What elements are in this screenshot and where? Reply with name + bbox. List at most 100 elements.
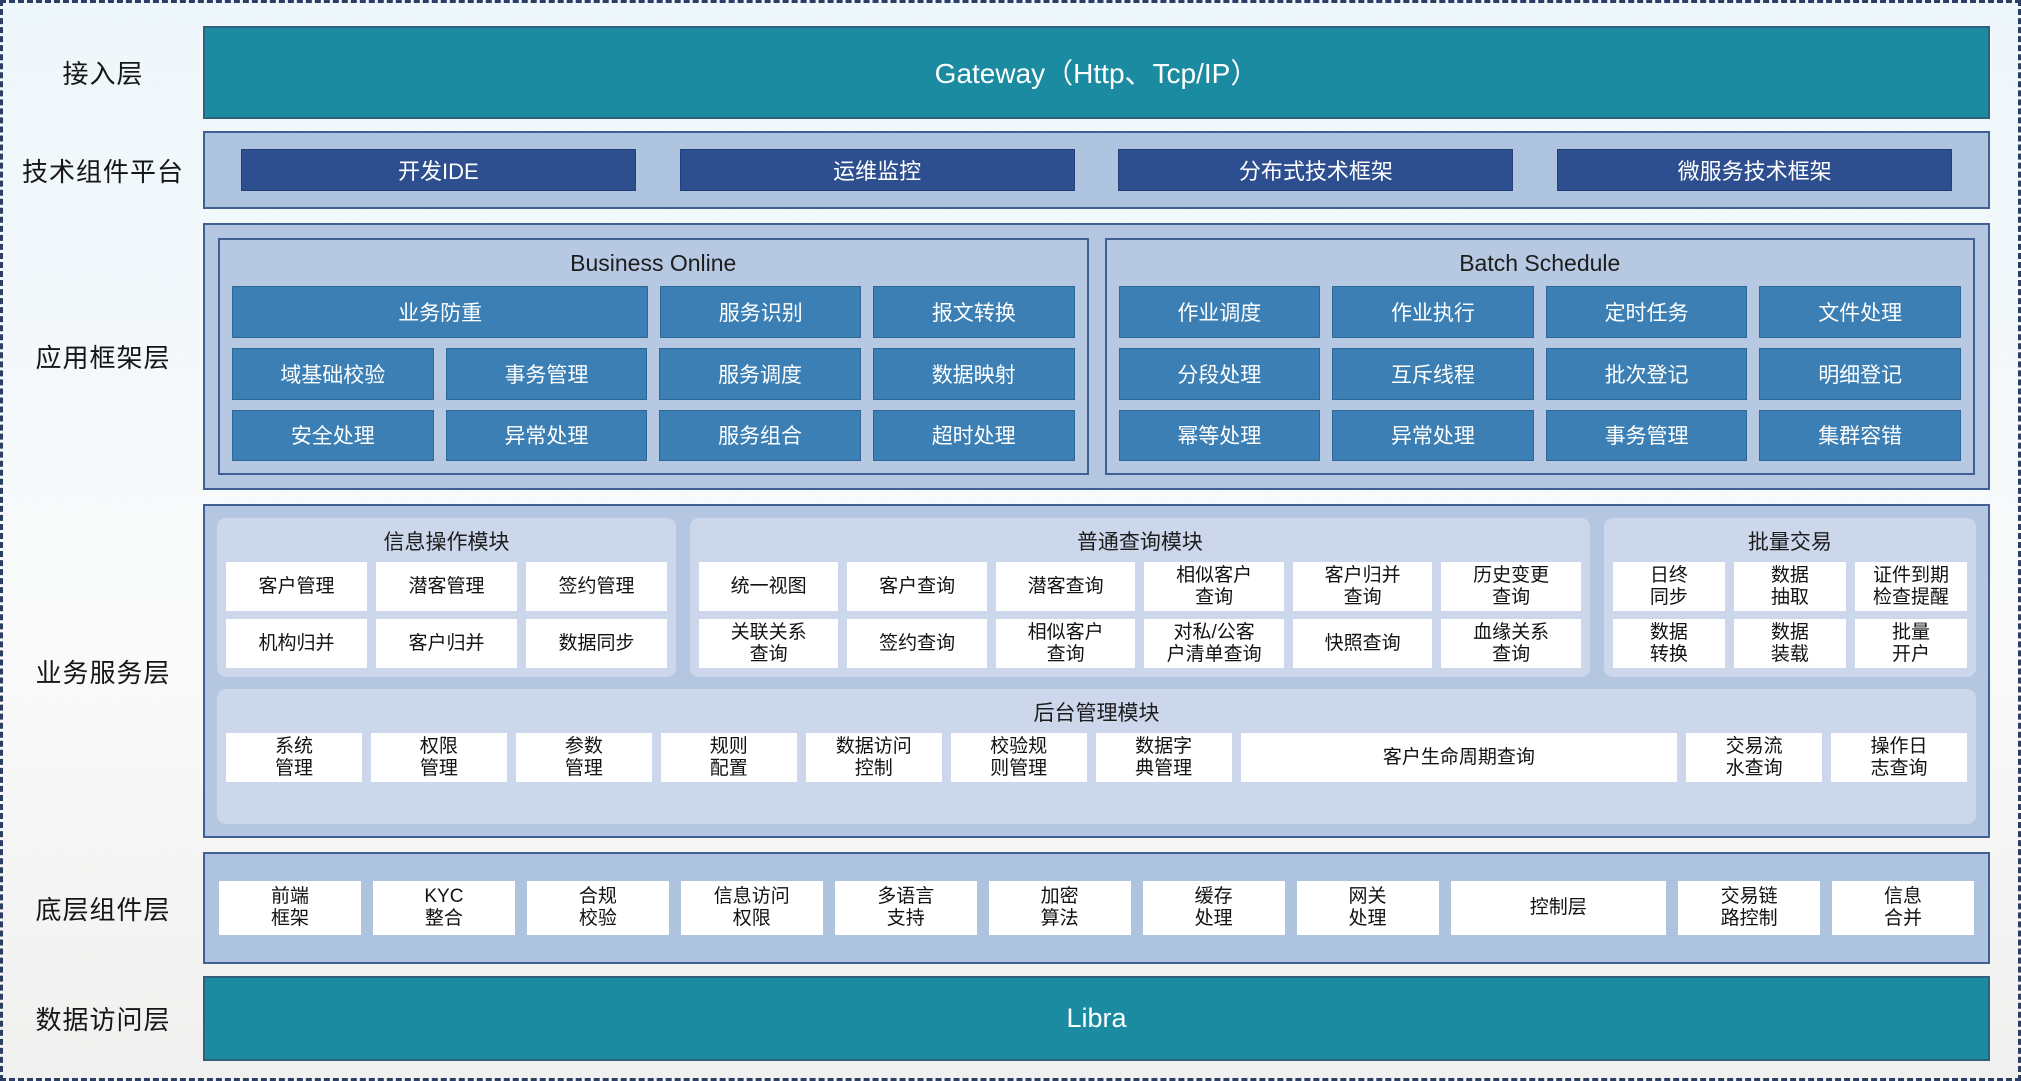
- panel-title-batch-schedule: Batch Schedule: [1459, 250, 1621, 277]
- layer-row-data: 数据访问层 Libra: [3, 971, 2021, 1066]
- module-title-info-operation: 信息操作模块: [383, 531, 510, 555]
- fw-cell[interactable]: 幂等处理: [1118, 409, 1321, 462]
- module-cell[interactable]: 数据装载: [1733, 619, 1846, 669]
- module-common-query: 普通查询模块 统一视图 客户查询 潜客查询 相似客户查询 客户归并查询 历史变更…: [689, 518, 1590, 678]
- tech-platform-band: 开发IDE 运维监控 分布式技术框架 微服务技术框架: [203, 130, 1990, 210]
- module-cell[interactable]: 统一视图: [698, 562, 839, 612]
- fw-cell[interactable]: 业务防重: [232, 286, 649, 338]
- fw-cell[interactable]: 作业调度: [1118, 286, 1321, 338]
- module-cell[interactable]: 校验规则管理: [950, 733, 1087, 783]
- module-backoffice: 后台管理模块 系统管理 权限管理 参数管理 规则配置 数据访问控制 校验规则管理…: [217, 689, 1976, 825]
- module-cell[interactable]: 潜客查询: [995, 562, 1136, 612]
- biz-top-row: 信息操作模块 客户管理 潜客管理 签约管理 机构归并 客户归并 数据同步: [217, 518, 1976, 678]
- layer-row-bizsvc: 业务服务层 信息操作模块 客户管理 潜客管理 签约管理 机构归并 客户归并: [3, 497, 2021, 845]
- base-cell[interactable]: 信息访问权限: [680, 881, 823, 936]
- module-cell[interactable]: 客户生命周期查询: [1240, 733, 1678, 783]
- panel-business-online: Business Online 业务防重 服务识别 报文转换 域基础校验 事务管…: [218, 238, 1089, 476]
- module-cell[interactable]: 数据字典管理: [1095, 733, 1232, 783]
- panel-batch-schedule: Batch Schedule 作业调度 作业执行 定时任务 文件处理 分段处理 …: [1104, 238, 1975, 476]
- fw-cell[interactable]: 异常处理: [445, 409, 648, 462]
- base-cell[interactable]: 控制层: [1450, 881, 1667, 936]
- tech-item-distributed[interactable]: 分布式技术框架: [1118, 149, 1514, 192]
- module-cell[interactable]: 快照查询: [1292, 619, 1433, 669]
- module-cell[interactable]: 客户查询: [847, 562, 987, 612]
- module-cell[interactable]: 签约查询: [847, 619, 987, 669]
- layer-row-tech: 技术组件平台 开发IDE 运维监控 分布式技术框架 微服务技术框架: [3, 124, 2021, 217]
- base-cell[interactable]: 缓存处理: [1142, 881, 1285, 936]
- base-cell[interactable]: 前端框架: [219, 881, 361, 936]
- base-cell[interactable]: 交易链路控制: [1678, 881, 1821, 936]
- module-title-common-query: 普通查询模块: [1076, 531, 1203, 555]
- module-cell[interactable]: 操作日志查询: [1831, 733, 1968, 783]
- fw-cell[interactable]: 报文转换: [873, 286, 1075, 338]
- fw-cell[interactable]: 数据映射: [872, 348, 1075, 400]
- base-cell[interactable]: 合规校验: [526, 881, 669, 936]
- module-cell[interactable]: 历史变更查询: [1441, 562, 1581, 612]
- module-cell[interactable]: 关联关系查询: [698, 619, 839, 669]
- module-cell[interactable]: 相似客户查询: [1144, 562, 1284, 612]
- module-cell[interactable]: 交易流水查询: [1686, 733, 1823, 783]
- layer-label-tech: 技术组件平台: [21, 156, 184, 187]
- module-cell[interactable]: 规则配置: [660, 733, 797, 783]
- module-cell[interactable]: 数据转换: [1612, 619, 1725, 669]
- module-cell[interactable]: 签约管理: [525, 562, 667, 612]
- layer-row-appfw: 应用框架层 Business Online 业务防重 服务识别 报文转换 域基础…: [3, 216, 2021, 497]
- tech-item-microservice[interactable]: 微服务技术框架: [1557, 149, 1953, 192]
- module-cell[interactable]: 机构归并: [226, 619, 367, 669]
- fw-cell[interactable]: 安全处理: [232, 409, 434, 462]
- fw-cell[interactable]: 定时任务: [1545, 286, 1748, 338]
- module-cell[interactable]: 血缘关系查询: [1441, 619, 1581, 669]
- tech-item-ops-monitor[interactable]: 运维监控: [679, 149, 1075, 192]
- base-cell[interactable]: 多语言支持: [834, 881, 977, 936]
- module-cell[interactable]: 数据访问控制: [805, 733, 942, 783]
- fw-cell[interactable]: 互斥线程: [1332, 348, 1534, 400]
- fw-cell[interactable]: 明细登记: [1759, 348, 1961, 400]
- fw-cell[interactable]: 文件处理: [1759, 286, 1961, 338]
- module-cell[interactable]: 客户管理: [226, 562, 367, 612]
- tech-item-ide[interactable]: 开发IDE: [240, 149, 636, 192]
- module-cell[interactable]: 相似客户查询: [995, 619, 1136, 669]
- fw-cell[interactable]: 服务组合: [659, 409, 861, 462]
- fw-cell[interactable]: 服务识别: [660, 286, 862, 338]
- module-cell[interactable]: 客户归并: [375, 619, 517, 669]
- fw-cell[interactable]: 异常处理: [1332, 409, 1534, 462]
- libra-bar[interactable]: Libra: [203, 975, 1990, 1061]
- fw-cell[interactable]: 超时处理: [872, 409, 1075, 462]
- fw-cell[interactable]: 事务管理: [445, 348, 648, 400]
- module-cell[interactable]: 潜客管理: [375, 562, 517, 612]
- fw-cell[interactable]: 作业执行: [1332, 286, 1534, 338]
- fw-cell[interactable]: 域基础校验: [232, 348, 434, 400]
- fw-cell[interactable]: 服务调度: [659, 348, 861, 400]
- module-row: 统一视图 客户查询 潜客查询 相似客户查询 客户归并查询 历史变更查询: [698, 562, 1581, 612]
- layer-label-appfw: 应用框架层: [35, 343, 171, 374]
- module-cell[interactable]: 日终同步: [1612, 562, 1725, 612]
- fw-cell[interactable]: 集群容错: [1759, 409, 1961, 462]
- module-cell[interactable]: 批量开户: [1854, 619, 1967, 669]
- base-cell[interactable]: 网关处理: [1296, 881, 1439, 936]
- module-cell[interactable]: 客户归并查询: [1292, 562, 1433, 612]
- batch-schedule-grid: 作业调度 作业执行 定时任务 文件处理 分段处理 互斥线程 批次登记 明细登记 …: [1118, 286, 1961, 462]
- module-cell[interactable]: 参数管理: [515, 733, 652, 783]
- fw-cell[interactable]: 分段处理: [1118, 348, 1321, 400]
- base-cell[interactable]: 信息合并: [1832, 881, 1974, 936]
- module-row: 数据转换 数据装载 批量开户: [1612, 619, 1967, 669]
- module-cell[interactable]: 对私/公客户清单查询: [1144, 619, 1284, 669]
- business-online-grid: 业务防重 服务识别 报文转换 域基础校验 事务管理 服务调度 数据映射 安全处理…: [232, 286, 1075, 462]
- fw-cell[interactable]: 事务管理: [1545, 409, 1748, 462]
- fw-row: 分段处理 互斥线程 批次登记 明细登记: [1118, 348, 1961, 400]
- base-cell[interactable]: 加密算法: [988, 881, 1131, 936]
- layer-label-data: 数据访问层: [35, 1004, 171, 1035]
- gateway-bar[interactable]: Gateway（Http、Tcp/IP）: [203, 26, 1990, 119]
- layer-label-base: 底层组件层: [35, 894, 171, 925]
- module-cell[interactable]: 数据抽取: [1733, 562, 1846, 612]
- module-cell[interactable]: 系统管理: [226, 733, 362, 783]
- module-batch-transaction: 批量交易 日终同步 数据抽取 证件到期检查提醒 数据转换 数据装载 批量开户: [1603, 518, 1976, 678]
- batch-transaction-grid: 日终同步 数据抽取 证件到期检查提醒 数据转换 数据装载 批量开户: [1612, 562, 1967, 669]
- fw-cell[interactable]: 批次登记: [1545, 348, 1748, 400]
- module-cell[interactable]: 数据同步: [525, 619, 667, 669]
- fw-row: 业务防重 服务识别 报文转换: [232, 286, 1075, 338]
- module-cell[interactable]: 证件到期检查提醒: [1854, 562, 1967, 612]
- module-cell[interactable]: 权限管理: [370, 733, 507, 783]
